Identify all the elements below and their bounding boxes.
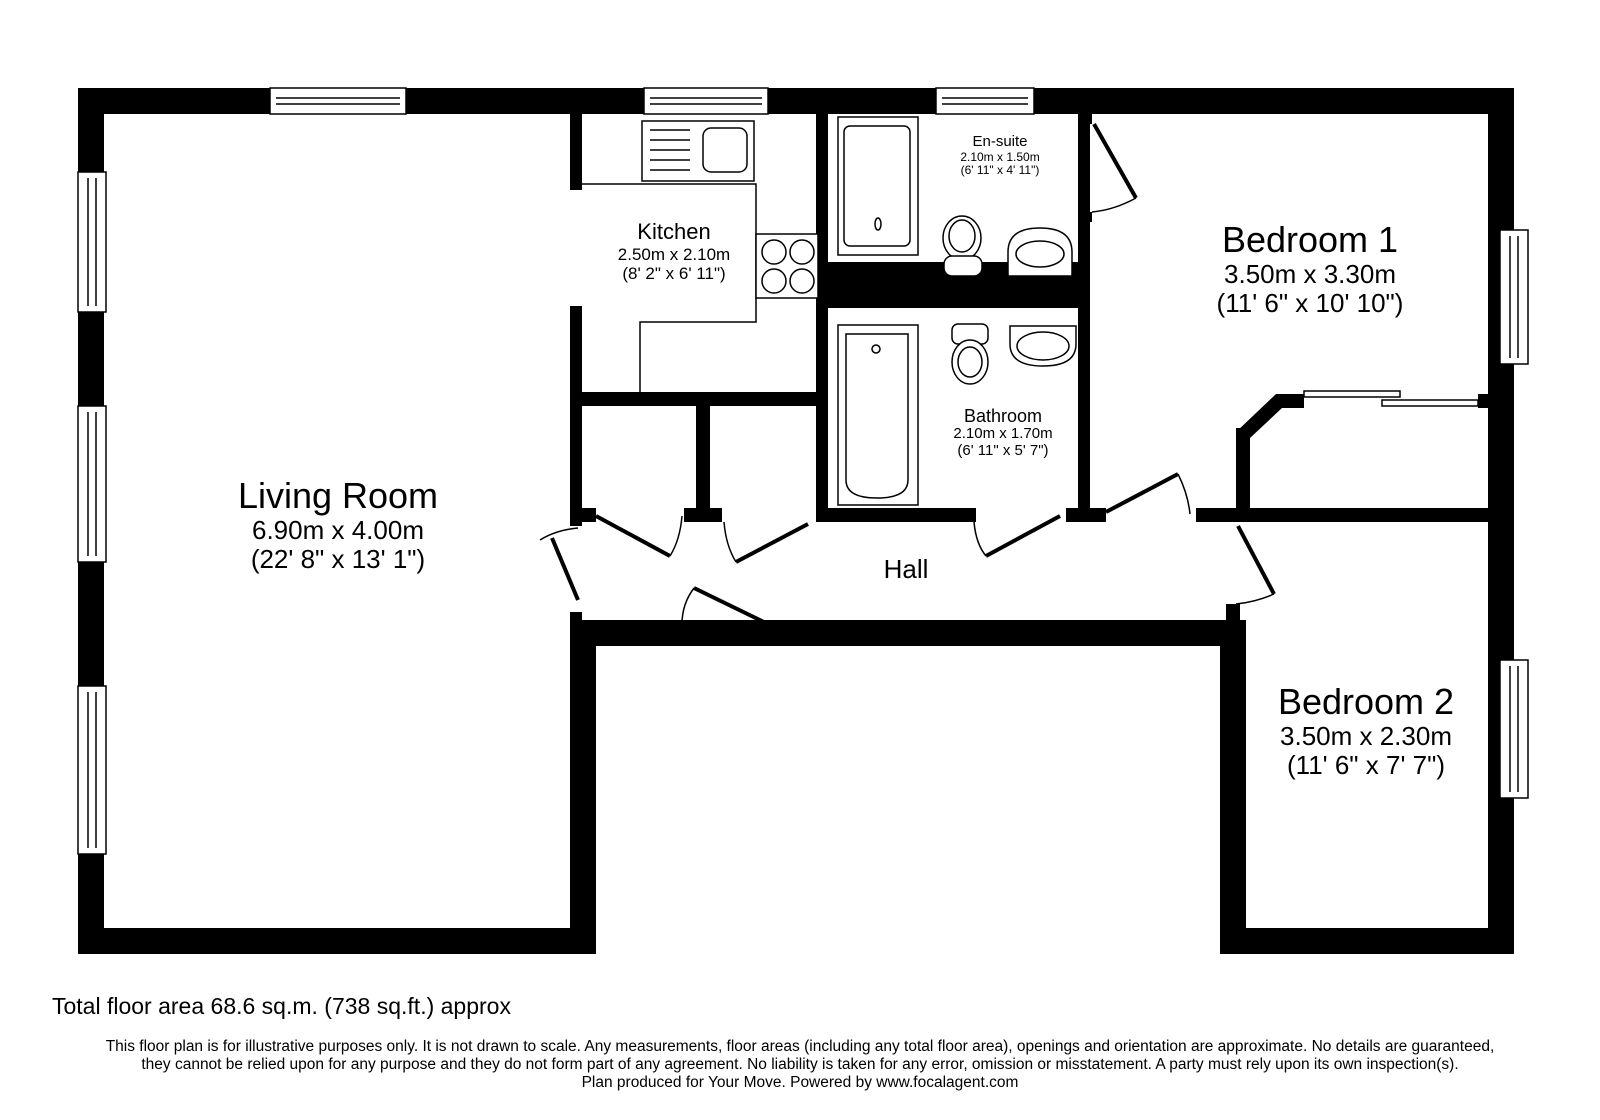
fixtures <box>582 116 1077 506</box>
floor-plan <box>77 87 1529 954</box>
wardrobe-sliding-doors <box>1303 390 1479 407</box>
room-name: Bathroom <box>963 406 1043 426</box>
room-name: Kitchen <box>637 219 711 244</box>
room-label-bedroom-2: Bedroom 2 3.50m x 2.30m (11' 6" x 7' 7") <box>1277 681 1455 781</box>
room-metric: 2.50m x 2.10m <box>617 244 731 264</box>
room-label-living-room: Living Room 6.90m x 4.00m (22' 8" x 13' … <box>237 475 439 575</box>
room-metric: 3.50m x 2.30m <box>1280 721 1452 752</box>
windows <box>77 87 1529 855</box>
doors <box>539 123 1276 626</box>
room-label-bathroom: Bathroom 2.10m x 1.70m (6' 11" x 5' 7") <box>953 406 1052 460</box>
room-imperial: (8' 2" x 6' 11") <box>622 263 726 283</box>
room-name: En-suite <box>972 133 1028 150</box>
disclaimer-line: they cannot be relied upon for any purpo… <box>141 1056 1459 1073</box>
room-label-hall: Hall <box>883 554 929 584</box>
room-metric: 2.10m x 1.70m <box>953 425 1053 443</box>
room-label-ensuite: En-suite 2.10m x 1.50m (6' 11" x 4' 11") <box>960 133 1040 178</box>
room-imperial: (11' 6" x 7' 7") <box>1287 750 1445 781</box>
room-imperial: (22' 8" x 13' 1") <box>250 544 426 575</box>
room-name: Bedroom 2 <box>1277 681 1455 722</box>
room-metric: 3.50m x 3.30m <box>1224 259 1396 290</box>
room-metric: 6.90m x 4.00m <box>252 515 424 546</box>
room-imperial: (6' 11" x 4' 11") <box>960 163 1040 178</box>
disclaimer: This floor plan is for illustrative purp… <box>0 1038 1600 1092</box>
disclaimer-line: Plan produced for Your Move. Powered by … <box>581 1074 1019 1091</box>
room-metric: 2.10m x 1.50m <box>960 149 1040 164</box>
room-imperial: (11' 6" x 10' 10") <box>1216 288 1404 319</box>
room-name: Living Room <box>237 475 439 516</box>
room-label-bedroom-1: Bedroom 1 3.50m x 3.30m (11' 6" x 10' 10… <box>1216 219 1404 319</box>
room-name: Bedroom 1 <box>1221 219 1399 260</box>
room-name: Hall <box>883 554 929 584</box>
total-floor-area: Total floor area 68.6 sq.m. (738 sq.ft.)… <box>52 993 511 1019</box>
disclaimer-line: This floor plan is for illustrative purp… <box>105 1038 1495 1055</box>
room-imperial: (6' 11" x 5' 7") <box>957 441 1049 459</box>
room-label-kitchen: Kitchen 2.50m x 2.10m (8' 2" x 6' 11") <box>617 219 731 283</box>
